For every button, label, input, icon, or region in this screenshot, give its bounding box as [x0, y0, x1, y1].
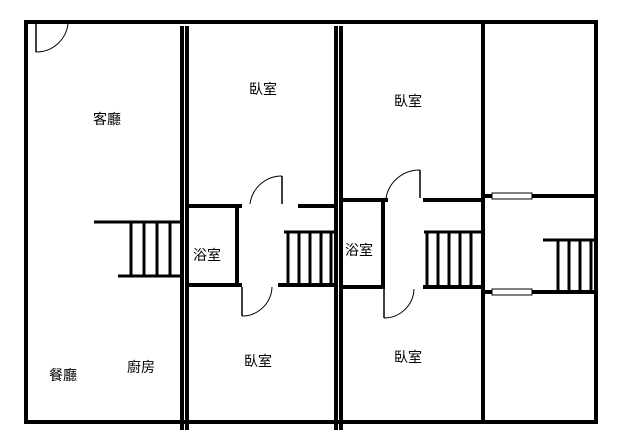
- door-bathroom-2-top: [385, 169, 421, 199]
- label-dining-room: 餐廳: [49, 367, 77, 384]
- door-bathroom-2-bottom: [383, 288, 415, 319]
- door-bathroom-1-bottom: [241, 286, 273, 317]
- label-bathroom-1: 浴室: [193, 247, 221, 264]
- partition-walls: [180, 20, 598, 430]
- label-bedroom-3: 臥室: [244, 353, 272, 370]
- stairs-left: [94, 220, 180, 278]
- door-bathroom-1-top: [249, 175, 283, 205]
- room-labels: 客廳 臥室 臥室 浴室 浴室 臥室 臥室 餐廳 廚房: [49, 81, 422, 384]
- label-living-room: 客廳: [93, 111, 121, 128]
- outer-walls: [24, 20, 598, 424]
- label-bedroom-4: 臥室: [394, 349, 422, 366]
- stairs-right: [543, 238, 594, 290]
- windows: [491, 192, 533, 296]
- label-bathroom-2: 浴室: [345, 242, 373, 259]
- label-kitchen: 廚房: [127, 359, 155, 376]
- stairs-middle: [284, 230, 334, 285]
- label-bedroom-1: 臥室: [249, 81, 277, 98]
- door-entrance: [35, 23, 69, 53]
- label-bedroom-2: 臥室: [394, 93, 422, 110]
- stairs-right-middle: [424, 230, 481, 287]
